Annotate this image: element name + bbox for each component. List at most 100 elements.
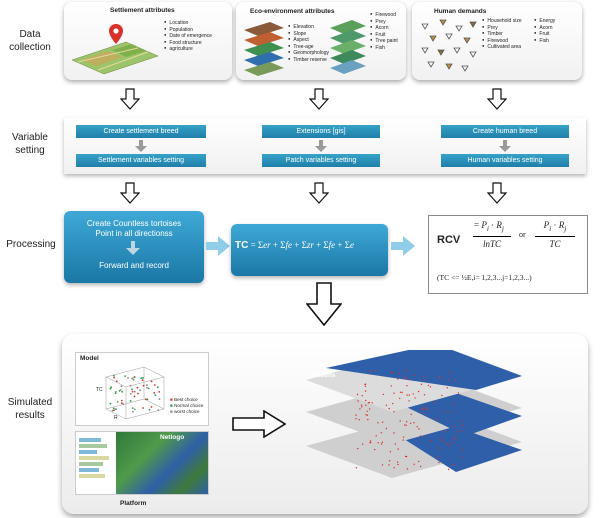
result-point (441, 394, 443, 397)
human-items-left-list: Household size Prey Timber Firewood Cult… (482, 18, 521, 51)
model-point (147, 387, 150, 390)
settlement-title: Settlement attributes (110, 7, 175, 14)
result-point (423, 412, 425, 414)
model-point (115, 380, 118, 383)
model-point (127, 377, 129, 379)
model-point (146, 384, 148, 386)
result-point (402, 436, 405, 438)
model-point (146, 386, 148, 389)
result-point (355, 467, 358, 469)
model-point (131, 388, 133, 391)
result-point (365, 399, 367, 402)
result-point (418, 428, 420, 430)
model-point (129, 384, 132, 387)
result-point (455, 438, 457, 440)
gray-down-arrow-icon (126, 241, 140, 255)
human-triangles-graphic (421, 19, 477, 72)
result-point (437, 447, 440, 449)
result-point (404, 455, 407, 458)
result-point (446, 387, 448, 389)
result-point (447, 468, 450, 471)
result-point (409, 378, 411, 380)
result-point (356, 393, 359, 396)
result-point (444, 430, 447, 433)
model-point (156, 386, 159, 389)
create-human-breed-box: Create human breed (441, 125, 569, 138)
row-label-data-collection: Data collection (9, 29, 51, 53)
result-point (425, 408, 427, 411)
rcv-constraint: (TC <= ½E,i= 1,2,3...j=1,2,3...) (437, 273, 532, 282)
down-arrow-icon (309, 88, 329, 110)
result-point (461, 430, 463, 432)
result-point (389, 371, 392, 373)
result-point (435, 401, 437, 403)
result-point (418, 460, 420, 463)
result-point (409, 422, 412, 424)
result-point (408, 400, 410, 402)
location-pin-icon (109, 24, 123, 44)
result-point (421, 408, 423, 411)
result-point (402, 439, 404, 441)
result-point (382, 393, 384, 396)
result-point (385, 427, 388, 430)
result-point (454, 379, 456, 382)
result-point (396, 461, 399, 463)
result-point (361, 406, 363, 408)
model-point (158, 398, 161, 400)
big-down-arrow-icon (306, 282, 342, 326)
result-point (441, 438, 443, 440)
down-arrow-icon (120, 182, 140, 204)
model-point (114, 392, 117, 395)
eco-layers-right-graphic (330, 20, 366, 74)
result-point (419, 435, 422, 437)
down-arrow-icon (487, 88, 507, 110)
results-label: Results (312, 372, 336, 379)
model-point (119, 389, 122, 391)
right-arrow-icon (391, 236, 415, 256)
rcv-label: RCV (437, 234, 461, 246)
result-point (429, 386, 432, 388)
result-point (404, 424, 406, 426)
result-point (408, 394, 410, 396)
model-point (134, 408, 136, 411)
result-point (377, 442, 379, 444)
result-point (358, 419, 360, 421)
result-point (414, 374, 417, 376)
result-point (453, 403, 455, 406)
model-point (122, 403, 125, 405)
result-point (381, 441, 384, 443)
down-arrow-icon (309, 182, 329, 204)
result-point (393, 411, 395, 413)
extensions-gis-box: Extensions [gis] (262, 125, 380, 138)
eco-title: Eco-environment attributes (250, 8, 335, 15)
result-point (427, 384, 430, 387)
result-point (413, 422, 415, 424)
result-point (416, 426, 418, 428)
results-map-stack (306, 350, 522, 478)
result-point (462, 424, 464, 427)
result-point (461, 449, 463, 451)
result-point (443, 410, 445, 412)
result-point (364, 390, 367, 392)
result-point (401, 391, 403, 394)
model-panel: Model TC R ■ Best choice ■ Normal choice… (75, 352, 209, 426)
result-point (385, 404, 388, 406)
model-point (136, 386, 139, 389)
result-point (380, 432, 382, 434)
result-point (375, 435, 377, 437)
result-point (393, 467, 395, 469)
model-point (120, 402, 123, 405)
netlogo-label: Netlogo (160, 434, 185, 441)
result-point (364, 383, 366, 386)
result-point (364, 385, 367, 387)
result-point (417, 390, 420, 393)
result-point (457, 392, 460, 394)
result-point (371, 402, 373, 404)
result-point (446, 443, 448, 445)
result-point (406, 385, 408, 387)
model-point (109, 402, 112, 405)
result-point (359, 408, 361, 410)
gray-down-arrow-icon (499, 140, 511, 152)
model-point (113, 409, 115, 412)
result-point (389, 451, 392, 453)
